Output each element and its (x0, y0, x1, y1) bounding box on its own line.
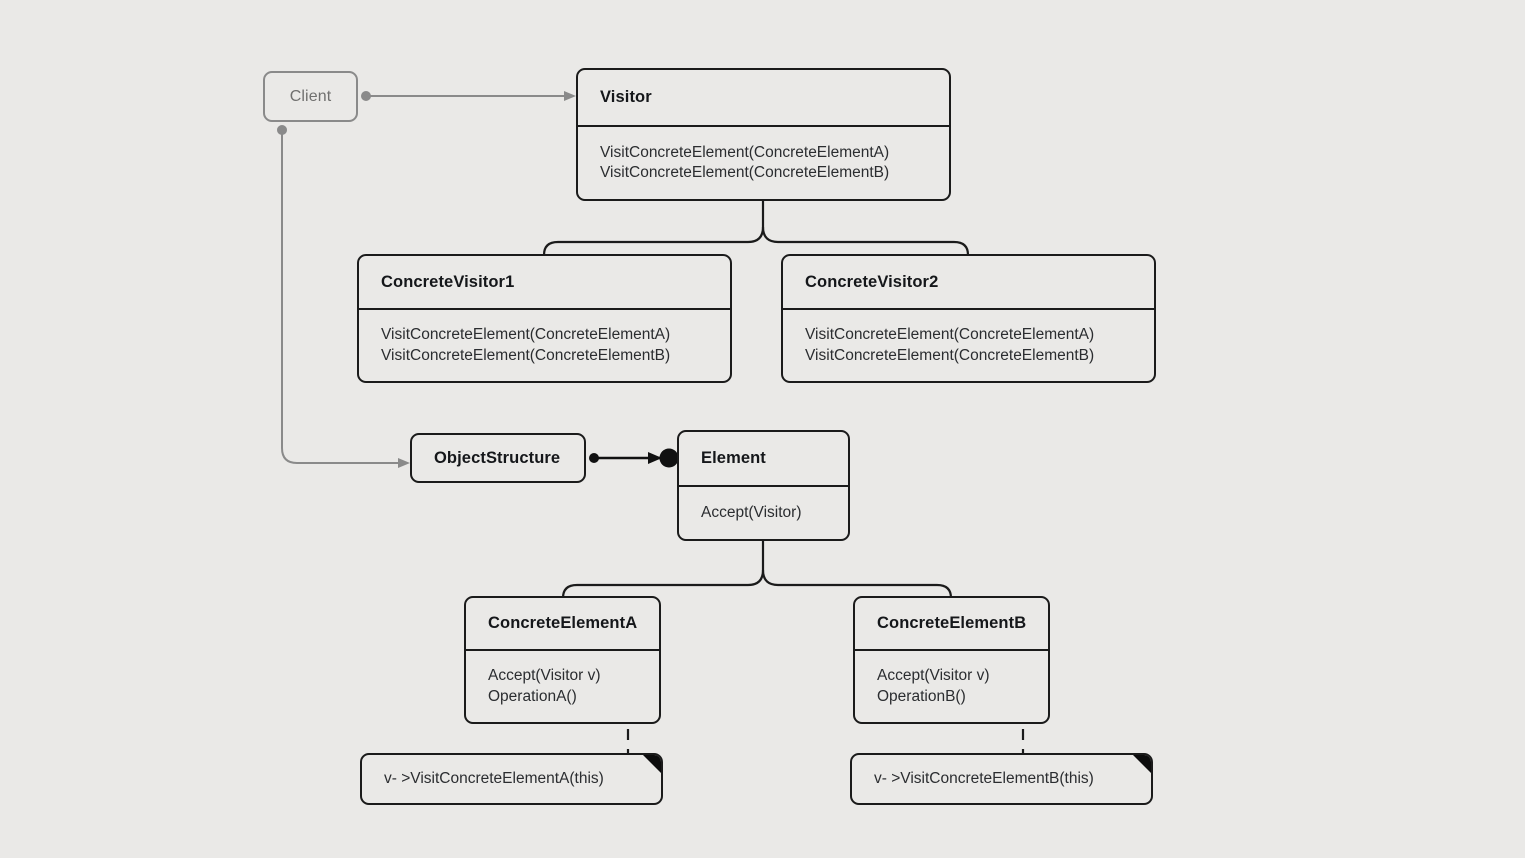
class-node-client[interactable]: Client (263, 71, 358, 122)
compartment-divider (359, 308, 730, 310)
class-node-concrete-visitor-1[interactable]: ConcreteVisitor1 VisitConcreteElement(Co… (357, 254, 732, 383)
method-row: OperationA() (488, 687, 577, 705)
class-title-object-structure: ObjectStructure (434, 448, 561, 467)
class-title-element: Element (701, 449, 766, 467)
note-text: v- >VisitConcreteElementB(this) (874, 770, 1094, 787)
note-fold-icon (1131, 755, 1151, 775)
compartment-divider (679, 485, 848, 487)
compartment-divider (578, 125, 949, 127)
class-node-concrete-visitor-2[interactable]: ConcreteVisitor2 VisitConcreteElement(Co… (781, 254, 1156, 383)
class-title-concrete-element-a: ConcreteElementA (488, 614, 638, 632)
method-row: OperationB() (877, 687, 966, 705)
class-methods-concrete-element-b: Accept(Visitor v) OperationB() (855, 651, 1048, 722)
compartment-divider (855, 649, 1048, 651)
class-title-concrete-element-b: ConcreteElementB (877, 614, 1027, 632)
class-title-client: Client (289, 87, 332, 105)
class-node-concrete-element-b[interactable]: ConcreteElementB Accept(Visitor v) Opera… (853, 596, 1050, 724)
method-row: Accept(Visitor v) (877, 667, 990, 685)
class-node-object-structure[interactable]: ObjectStructure (410, 433, 586, 483)
class-methods-concrete-visitor-1: VisitConcreteElement(ConcreteElementA) V… (359, 310, 730, 381)
class-node-concrete-element-a[interactable]: ConcreteElementA Accept(Visitor v) Opera… (464, 596, 661, 724)
method-row: VisitConcreteElement(ConcreteElementB) (805, 346, 1095, 364)
connector-visitor-generalization (542, 201, 970, 256)
compartment-divider (466, 649, 659, 651)
class-methods-visitor: VisitConcreteElement(ConcreteElementA) V… (578, 127, 949, 199)
class-node-visitor[interactable]: Visitor VisitConcreteElement(ConcreteEle… (576, 68, 951, 201)
class-node-element[interactable]: Element Accept(Visitor) (677, 430, 850, 541)
method-row: VisitConcreteElement(ConcreteElementA) (381, 326, 671, 344)
class-methods-element: Accept(Visitor) (679, 487, 848, 539)
class-title-concrete-visitor-1: ConcreteVisitor1 (381, 272, 515, 291)
note-text: v- >VisitConcreteElementA(this) (384, 770, 604, 787)
method-row: VisitConcreteElement(ConcreteElementB) (381, 346, 671, 364)
note-concrete-element-b[interactable]: v- >VisitConcreteElementB(this) (850, 753, 1153, 805)
class-title-concrete-visitor-2: ConcreteVisitor2 (805, 272, 939, 291)
connector-client-to-visitor (361, 91, 576, 101)
method-row: Accept(Visitor v) (488, 667, 601, 685)
class-title-visitor: Visitor (600, 88, 652, 106)
method-row: VisitConcreteElement(ConcreteElementA) (600, 143, 890, 161)
method-row: Accept(Visitor) (701, 503, 802, 521)
note-fold-icon (641, 755, 661, 775)
method-row: VisitConcreteElement(ConcreteElementA) (805, 326, 1095, 344)
note-concrete-element-a[interactable]: v- >VisitConcreteElementA(this) (360, 753, 663, 805)
connector-object-structure-to-element (589, 448, 679, 468)
connector-element-generalization (561, 541, 953, 599)
class-methods-concrete-element-a: Accept(Visitor v) OperationA() (466, 651, 659, 722)
compartment-divider (783, 308, 1154, 310)
method-row: VisitConcreteElement(ConcreteElementB) (600, 164, 890, 181)
class-methods-concrete-visitor-2: VisitConcreteElement(ConcreteElementA) V… (783, 310, 1154, 381)
